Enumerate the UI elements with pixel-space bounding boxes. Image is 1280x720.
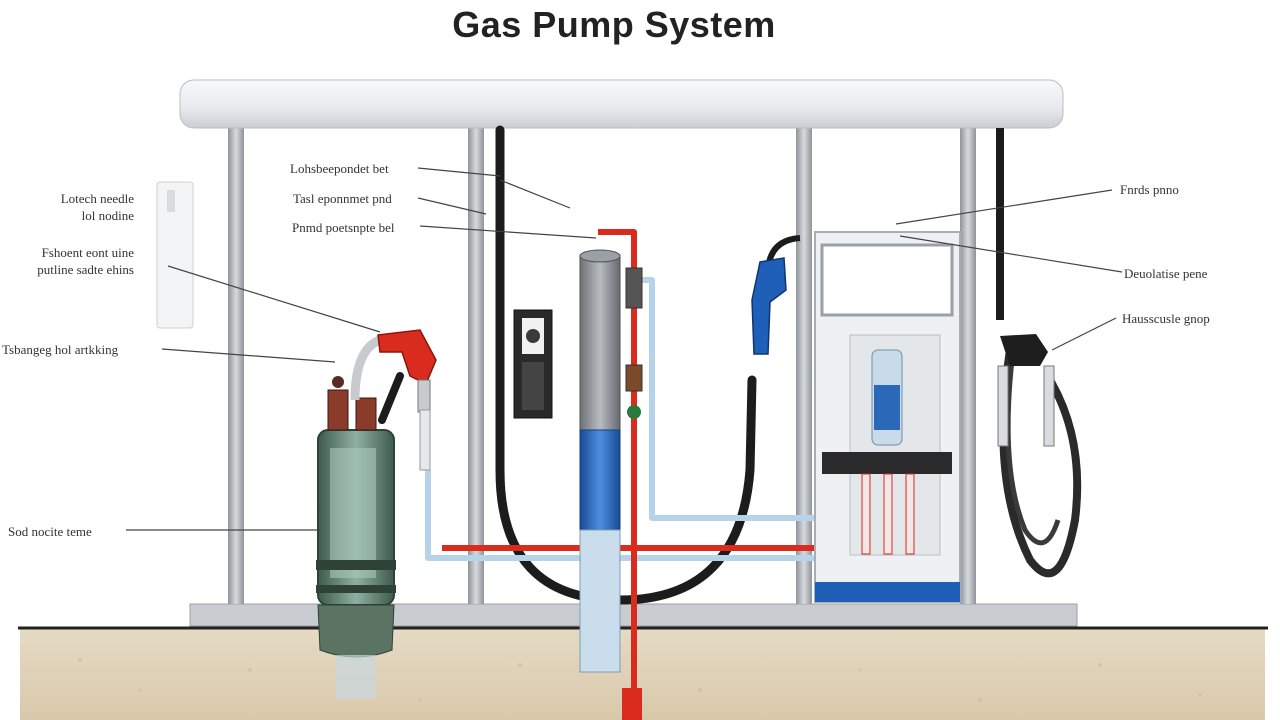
label-left-top-2: lol nodine	[81, 208, 134, 223]
label-left-nozzle: Tsbangeg hol artkking	[2, 342, 119, 357]
wall-panel-slot	[167, 190, 175, 212]
display-gauge-icon	[526, 329, 540, 343]
fuel-pump-icon	[814, 231, 961, 603]
label-left-mid-2: putline sadte ehins	[37, 262, 134, 277]
label-center-3: Pnmd poetsnpte bel	[292, 220, 395, 235]
right-hose-loop	[999, 349, 1082, 578]
label-center-2: Tasl eponnmet pnd	[293, 191, 392, 206]
water-lines	[425, 277, 830, 561]
right-nozzle	[997, 334, 1055, 447]
blue-nozzle	[751, 235, 801, 355]
fuel-riser	[622, 688, 642, 720]
leader-lines	[126, 167, 1123, 531]
wall-panel	[156, 181, 194, 329]
canopy-pillars	[228, 126, 976, 604]
label-right-1: Fnrds pnno	[1120, 182, 1179, 197]
label-left-mid-1: Fshoent eont uine	[41, 245, 134, 260]
label-left-top-1: Lotech needle	[60, 191, 134, 206]
gas-nozzle-icon	[350, 329, 437, 471]
canopy-roof	[179, 79, 1064, 129]
storage-tank	[316, 376, 396, 699]
diagram-title: Gas Pump System	[452, 4, 776, 45]
pump-column-upper	[579, 254, 621, 431]
label-center-1: Lohsbeepondet bet	[290, 161, 389, 176]
pump-column-blue	[579, 429, 621, 531]
pump-column-lower	[579, 529, 621, 673]
label-right-2: Deuolatise pene	[1124, 266, 1208, 281]
inline-valves	[625, 267, 643, 419]
ground-texture	[78, 658, 1202, 702]
pump-column-cap	[579, 249, 621, 263]
ground	[20, 628, 1265, 720]
label-right-3: Hausscusle gnop	[1122, 311, 1210, 326]
display-lower-panel	[522, 362, 544, 410]
label-left-tank: Sod nocite teme	[8, 524, 92, 539]
